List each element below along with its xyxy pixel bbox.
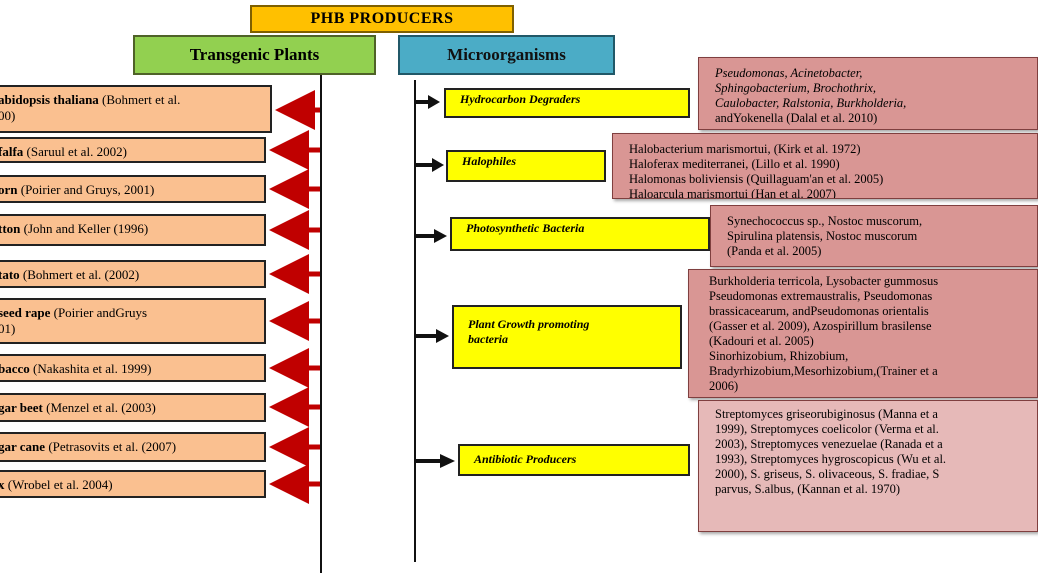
detail-line: Sphingobacterium, Brochothrix, (715, 81, 876, 95)
microbes-trunk-line (414, 80, 416, 562)
detail-line: (Gasser et al. 2009), Azospirillum brasi… (709, 319, 932, 333)
plant-box-sugar-cane: gar cane (Petrasovits et al. (2007) (0, 432, 266, 462)
detail-line: Pseudomonas, Acinetobacter, (715, 66, 863, 80)
group-halophiles: Halophiles (446, 150, 606, 182)
plant-box-flax: x (Wrobel et al. 2004) (0, 470, 266, 498)
detail-box-antibiotic: Streptomyces griseorubiginosus (Manna et… (698, 400, 1038, 532)
plant-ref: (John and Keller (1996) (20, 221, 149, 236)
detail-line: brassicacearum, andPseudomonas orientali… (709, 304, 929, 318)
diagram-title: PHB PRODUCERS (250, 5, 514, 33)
plant-ref: (Nakashita et al. 1999) (29, 361, 152, 376)
plant-name: x (0, 477, 5, 492)
detail-box-photosynthetic: Synechococcus sp., Nostoc muscorum, Spir… (710, 205, 1038, 267)
detail-line: Halomonas boliviensis (Quillaguam'an et … (629, 172, 884, 186)
plant-name: gar beet (0, 400, 43, 415)
plant-box-tobacco: bacco (Nakashita et al. 1999) (0, 354, 266, 382)
plant-ref: (Poirier andGruys (50, 305, 148, 320)
detail-line: Spirulina platensis, Nostoc muscorum (727, 229, 918, 243)
group-antibiotic-producers: Antibiotic Producers (458, 444, 690, 476)
group-label: Photosynthetic Bacteria (466, 221, 585, 235)
microorganisms-header: Microorganisms (398, 35, 615, 75)
detail-line: Burkholderia terricola, Lysobacter gummo… (709, 274, 939, 288)
plant-box-corn: orn (Poirier and Gruys, 2001) (0, 175, 266, 203)
detail-line: Sinorhizobium, Rhizobium, (709, 349, 849, 363)
plant-box-cotton: tton (John and Keller (1996) (0, 214, 266, 246)
plant-name: orn (0, 182, 18, 197)
plant-box-oilseed-rape: seed rape (Poirier andGruys 01) (0, 298, 266, 344)
detail-line: 1993), Streptomyces hygroscopicus (Wu et… (715, 452, 947, 466)
detail-line: andYokenella (Dalal et al. 2010) (715, 111, 878, 125)
group-plant-growth-promoting-bacteria: Plant Growth promoting bacteria (452, 305, 682, 369)
detail-line: parvus, S.albus, (Kannan et al. 1970) (715, 482, 901, 496)
plant-ref-cont: 01) (0, 321, 16, 336)
detail-line: Bradyrhizobium,Mesorhizobium,(Trainer et… (709, 364, 938, 378)
group-label: Antibiotic Producers (474, 452, 577, 466)
detail-line: Caulobacter, Ralstonia, Burkholderia, (715, 96, 907, 110)
plant-ref: (Wrobel et al. 2004) (4, 477, 113, 492)
detail-line: Haloferax mediterranei, (Lillo et al. 19… (629, 157, 840, 171)
detail-line: Streptomyces griseorubiginosus (Manna et… (715, 407, 938, 421)
detail-line: 2003), Streptomyces venezuelae (Ranada e… (715, 437, 943, 451)
group-label-cont: bacteria (468, 332, 508, 346)
plant-name: bacco (0, 361, 30, 376)
plant-name: falfa (0, 144, 24, 159)
plant-ref: (Bohmert et al. (2002) (19, 267, 140, 282)
plant-box-sugar-beet: gar beet (Menzel et al. (2003) (0, 393, 266, 422)
plant-box-potato: tato (Bohmert et al. (2002) (0, 260, 266, 288)
detail-line: 2000), S. griseus, S. olivaceous, S. fra… (715, 467, 940, 481)
group-label: Hydrocarbon Degraders (460, 92, 581, 106)
plant-box-alfalfa: falfa (Saruul et al. 2002) (0, 137, 266, 163)
detail-box-pgpb: Burkholderia terricola, Lysobacter gummo… (688, 269, 1038, 398)
plant-ref-cont: 00) (0, 108, 16, 123)
plants-trunk-line (320, 75, 322, 573)
detail-line: Pseudomonas extremaustralis, Pseudomonas (709, 289, 933, 303)
detail-line: 1999), Streptomyces coelicolor (Verma et… (715, 422, 939, 436)
detail-line: Synechococcus sp., Nostoc muscorum, (727, 214, 923, 228)
detail-line: Halobacterium marismortui, (Kirk et al. … (629, 142, 861, 156)
detail-line: (Panda et al. 2005) (727, 244, 822, 258)
plant-ref: (Saruul et al. 2002) (23, 144, 127, 159)
detail-line: (Kadouri et al. 2005) (709, 334, 814, 348)
plant-name: tton (0, 221, 21, 236)
detail-line: Haloarcula marismortui (Han et al. 2007) (629, 187, 836, 199)
transgenic-plants-header: Transgenic Plants (133, 35, 376, 75)
group-photosynthetic-bacteria: Photosynthetic Bacteria (450, 217, 710, 251)
plant-name: tato (0, 267, 20, 282)
plant-box-arabidopsis: abidopsis thaliana (Bohmert et al. 00) (0, 85, 272, 133)
plant-ref: (Poirier and Gruys, 2001) (17, 182, 155, 197)
detail-box-halophiles: Halobacterium marismortui, (Kirk et al. … (612, 133, 1038, 199)
detail-line: 2006) (709, 379, 739, 393)
group-hydrocarbon-degraders: Hydrocarbon Degraders (444, 88, 690, 118)
plant-ref: (Bohmert et al. (98, 92, 181, 107)
detail-box-hydrocarbon: Pseudomonas, Acinetobacter, Sphingobacte… (698, 57, 1038, 130)
plant-name: abidopsis thaliana (0, 92, 99, 107)
plant-ref: (Menzel et al. (2003) (42, 400, 156, 415)
group-label: Halophiles (462, 154, 517, 168)
plant-ref: (Petrasovits et al. (2007) (45, 439, 177, 454)
plant-name: gar cane (0, 439, 46, 454)
plant-name: seed rape (0, 305, 51, 320)
group-label: Plant Growth promoting (468, 317, 590, 331)
